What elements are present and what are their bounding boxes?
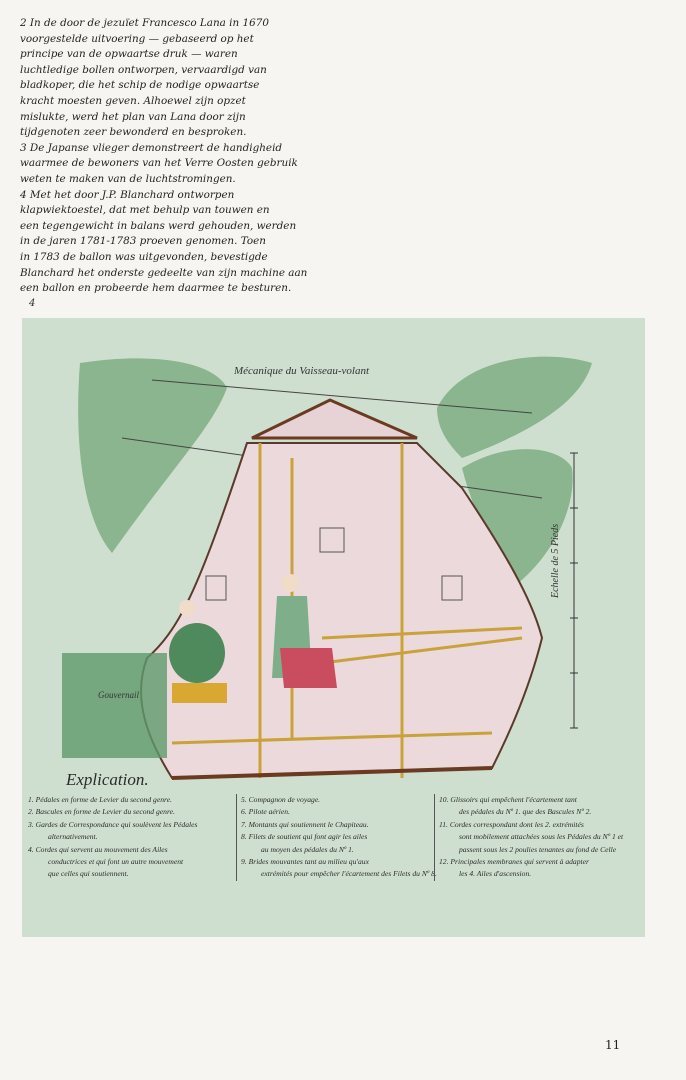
- text-line: luchtledige bollen ontworpen, vervaardig…: [20, 63, 267, 76]
- plate-title: Mécanique du Vaisseau-volant: [234, 365, 370, 377]
- text-line: een ballon en probeerde hem daarmee te b…: [20, 282, 292, 295]
- text-line: weten te maken van de luchtstromingen.: [20, 172, 236, 185]
- explication-title: Explication.: [66, 770, 149, 789]
- flying-machine-drawing: [62, 356, 592, 780]
- text-line: 6. Pilote aérien.: [241, 807, 290, 817]
- rudder-label: Gouvernail: [98, 690, 139, 700]
- text-line: bladkoper, die het schip de nodige opwaa…: [20, 79, 260, 92]
- companion-figure: [169, 600, 227, 703]
- pilot-figure: [272, 574, 337, 688]
- text-line: Blanchard het onderste gedeelte van zijn…: [20, 266, 308, 279]
- text-line: tijdgenoten zeer bewonderd en besproken.: [20, 126, 247, 139]
- text-line: extrémités pour empêcher l'écartement de…: [261, 869, 437, 879]
- text-line: au moyen des pédales du Nº 1.: [261, 844, 354, 854]
- explication-column-1: 1. Pédales en forme de Levier du second …: [28, 794, 233, 881]
- text-line: waarmee de bewoners van het Verre Oosten…: [20, 157, 298, 170]
- text-line: in de jaren 1781-1783 proeven genomen. T…: [20, 235, 266, 248]
- text-line: klapwiektoestel, dat met behulp van touw…: [20, 204, 270, 217]
- text-line: 4. Cordes qui servent au mouvement des A…: [28, 844, 168, 854]
- wing-right: [437, 356, 592, 588]
- explication-column-3: 10. Glissoirs qui empêchent l'écartement…: [434, 794, 644, 881]
- text-line: les 4. Ailes d'ascension.: [459, 869, 532, 879]
- text-line: 9. Brides mouvantes tant au milieu qu'au…: [241, 857, 369, 867]
- text-line: 11. Cordes correspondant dont les 2. ext…: [439, 819, 584, 829]
- text-line: 1. Pédales en forme de Levier du second …: [28, 795, 172, 804]
- text-line: passent sous les 2 poulies tenantes au f…: [459, 844, 617, 854]
- scale-bar: [570, 452, 578, 729]
- text-line: 12. Principales membranes qui servent à …: [439, 857, 589, 867]
- text-line: conductrices et qui font un autre mouvem…: [48, 857, 184, 867]
- text-line: 7. Montants qui soutiennent le Chapiteau…: [241, 819, 369, 829]
- text-line: principe van de opwaartse druk — waren: [20, 48, 238, 61]
- explication-column-2: 5. Compagnon de voyage. 6. Pilote aérien.…: [236, 794, 437, 881]
- canopy: [251, 398, 418, 440]
- text-line: 3 De Japanse vlieger demonstreert de han…: [20, 141, 283, 154]
- text-line: voorgestelde uitvoering — gebaseerd op h…: [20, 32, 254, 45]
- text-line: que celles qui soutiennent.: [48, 869, 129, 879]
- text-line: een tegengewicht in balans werd gehouden…: [20, 219, 297, 232]
- wing-left: [78, 358, 227, 553]
- text-line: 2 In de door de jezuïet Francesco Lana i…: [20, 17, 269, 29]
- page-number: 11: [605, 1038, 621, 1052]
- text-line: mislukte, werd het plan van Lana door zi…: [20, 110, 246, 123]
- illustration-plate: Mécanique du Vaisseau-volant Gouvernail …: [22, 318, 645, 937]
- figure-number: 4: [29, 298, 36, 309]
- text-line: kracht moesten geven. Alhoewel zijn opze…: [20, 94, 246, 107]
- rudder: [62, 653, 167, 758]
- text-line: 3. Gardes de Correspondance qui soulèven…: [28, 819, 198, 829]
- scale-label: Echelle de 5 Pieds: [550, 523, 561, 598]
- text-line: 8. Filets de soutient qui font agir les …: [241, 832, 368, 842]
- text-line: 10. Glissoirs qui empêchent l'écartement…: [439, 795, 577, 804]
- text-line: des pédales du Nº 1. que des Bascules Nº…: [459, 807, 592, 817]
- text-line: 4 Met het door J.P. Blanchard ontworpen: [20, 188, 235, 201]
- text-line: in 1783 de ballon was uitgevonden, beves…: [20, 250, 268, 263]
- text-line: sont mobilement attachées sous les Pédal…: [459, 832, 624, 842]
- text-line: 2. Bascules en forme de Levier du second…: [28, 807, 175, 817]
- text-line: 5. Compagnon de voyage.: [241, 795, 321, 804]
- text-line: alternativement.: [48, 832, 98, 842]
- caption-text: 2 In de door de jezuïet Francesco Lana i…: [20, 16, 308, 297]
